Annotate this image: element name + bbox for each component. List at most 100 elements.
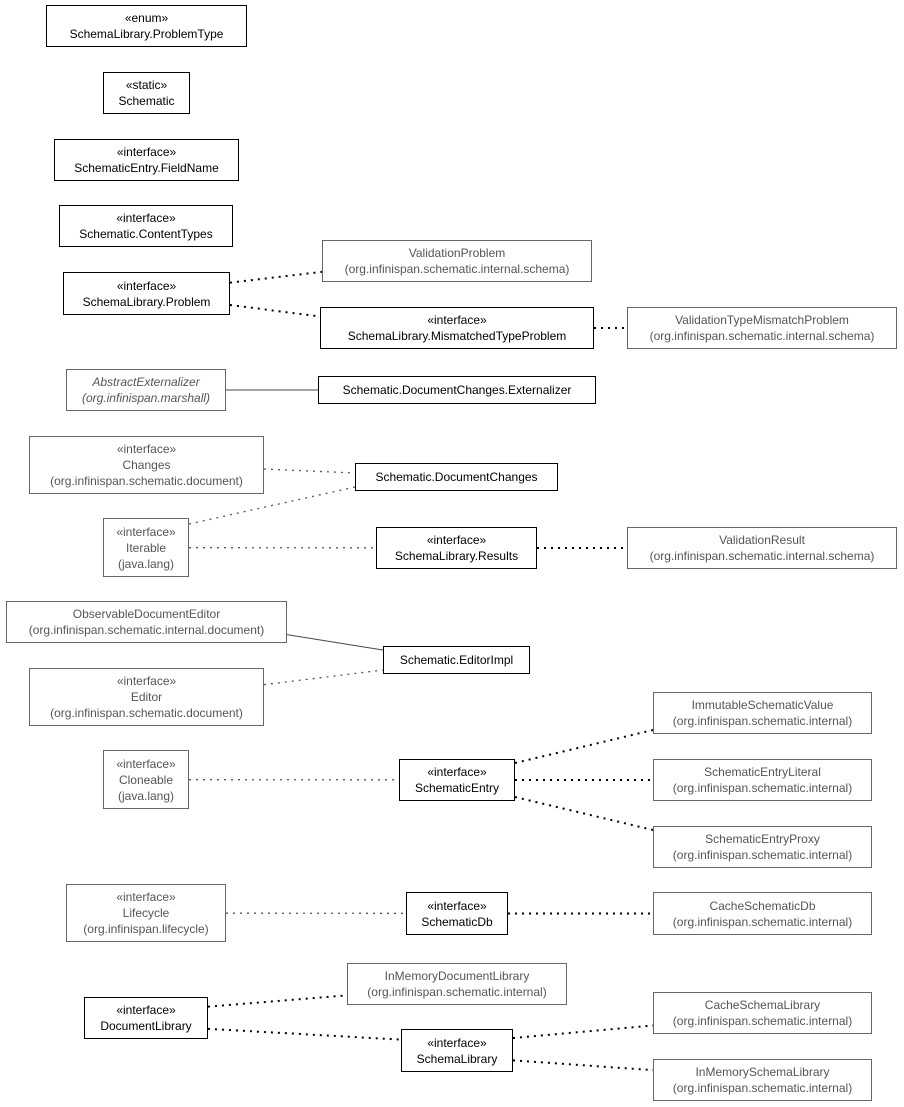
node-immutable-schematic-value-line-1: ImmutableSchematicValue	[691, 698, 834, 712]
node-observable-document-editor: ObservableDocumentEditor (org.infinispan…	[6, 601, 287, 643]
node-schematic-entry-literal-line-1: SchematicEntryLiteral	[704, 765, 821, 779]
node-problem-line-1: «interface»	[116, 278, 177, 293]
node-schematic-entry: «interface» SchematicEntry	[399, 759, 515, 801]
node-results: «interface» SchemaLibrary.Results	[376, 527, 537, 569]
node-validation-problem-line-1: ValidationProblem	[408, 246, 506, 260]
node-schema-library: «interface» SchemaLibrary	[401, 1029, 513, 1072]
node-validation-type-mismatch-problem-line-2: (org.infinispan.schematic.internal.schem…	[649, 329, 875, 343]
node-validation-result-line-2: (org.infinispan.schematic.internal.schem…	[649, 549, 875, 563]
node-schematic-line-2: Schematic	[118, 94, 175, 108]
node-document-library-line-1: «interface»	[116, 1003, 176, 1017]
edge-problem-to-validation-problem	[229, 270, 323, 284]
edge-observable-document-editor-to-editor-impl	[286, 634, 384, 651]
node-schematic-entry-proxy: SchematicEntryProxy (org.infinispan.sche…	[653, 826, 872, 868]
node-document-changes-externalizer: Schematic.DocumentChanges.Externalizer	[318, 376, 596, 404]
node-in-memory-document-library-line-1: InMemoryDocumentLibrary	[384, 969, 530, 983]
node-schema-library-line-2: SchemaLibrary	[416, 1051, 498, 1066]
node-document-changes: Schematic.DocumentChanges	[355, 463, 558, 491]
node-cache-schematic-db: CacheSchematicDb (org.infinispan.schemat…	[653, 892, 872, 935]
edge-schematic-entry-to-schematic-entry-proxy	[514, 796, 654, 831]
node-mismatched-type-problem-line-2: SchemaLibrary.MismatchedTypeProblem	[347, 329, 567, 343]
edge-schema-library-to-in-memory-schema-library	[512, 1059, 654, 1072]
node-changes-line-3: (org.infinispan.schematic.document)	[50, 474, 243, 488]
node-changes-line-1: «interface»	[116, 442, 177, 456]
node-content-types-line-1: «interface»	[116, 211, 176, 225]
node-document-changes-externalizer-line-1: Schematic.DocumentChanges.Externalizer	[342, 383, 572, 397]
node-editor-line-1: «interface»	[116, 674, 177, 688]
node-cloneable-line-2: Cloneable	[118, 772, 174, 787]
node-abstract-externalizer-line-1: AbstractExternalizer	[92, 375, 200, 389]
node-field-name-line-2: SchematicEntry.FieldName	[74, 161, 219, 175]
node-editor-impl: Schematic.EditorImpl	[383, 646, 530, 674]
node-abstract-externalizer-line-2: (org.infinispan.marshall)	[81, 391, 211, 405]
node-document-library: «interface» DocumentLibrary	[84, 997, 208, 1039]
node-schematic-entry-literal: SchematicEntryLiteral (org.infinispan.sc…	[653, 759, 872, 801]
node-validation-type-mismatch-problem-line-1: ValidationTypeMismatchProblem	[675, 313, 849, 327]
node-in-memory-schema-library-line-1: InMemorySchemaLibrary	[695, 1065, 830, 1079]
node-cache-schema-library-line-1: CacheSchemaLibrary	[704, 998, 821, 1012]
node-observable-document-editor-line-2: (org.infinispan.schematic.internal.docum…	[28, 623, 265, 637]
node-abstract-externalizer: AbstractExternalizer (org.infinispan.mar…	[66, 369, 226, 411]
node-mismatched-type-problem: «interface» SchemaLibrary.MismatchedType…	[320, 307, 594, 349]
node-results-line-1: «interface»	[426, 533, 487, 547]
edge-document-library-to-in-memory-document-library	[207, 994, 348, 1008]
node-schematic-entry-literal-line-2: (org.infinispan.schematic.internal)	[672, 781, 853, 795]
node-changes: «interface» Changes (org.infinispan.sche…	[29, 436, 264, 494]
node-problem-type-line-2: SchemaLibrary.ProblemType	[69, 27, 224, 41]
node-iterable: «interface» Iterable (java.lang)	[103, 518, 189, 577]
node-schematic-entry-line-1: «interface»	[427, 765, 487, 779]
node-in-memory-document-library-line-2: (org.infinispan.schematic.internal)	[367, 985, 547, 999]
node-cloneable-line-3: (java.lang)	[117, 788, 175, 803]
node-mismatched-type-problem-line-1: «interface»	[427, 313, 487, 327]
edge-schematic-entry-to-immutable-schematic-value	[514, 729, 654, 764]
node-cloneable-line-1: «interface»	[116, 756, 176, 771]
node-cache-schema-library: CacheSchemaLibrary (org.infinispan.schem…	[653, 992, 872, 1034]
node-cache-schematic-db-line-1: CacheSchematicDb	[709, 898, 816, 913]
node-lifecycle-line-1: «interface»	[116, 890, 176, 904]
edge-editor-to-editor-impl	[263, 669, 384, 686]
node-lifecycle-line-2: Lifecycle	[122, 906, 170, 920]
node-observable-document-editor-line-1: ObservableDocumentEditor	[72, 607, 221, 621]
node-problem: «interface» SchemaLibrary.Problem	[63, 272, 230, 315]
node-document-changes-line-1: Schematic.DocumentChanges	[375, 470, 538, 484]
node-field-name-line-1: «interface»	[116, 145, 177, 159]
node-in-memory-schema-library-line-2: (org.infinispan.schematic.internal)	[672, 1081, 853, 1095]
node-editor-line-3: (org.infinispan.schematic.document)	[50, 706, 243, 720]
edge-iterable-to-document-changes	[188, 486, 356, 525]
node-schematic-line-1: «static»	[125, 78, 168, 92]
node-changes-line-2: Changes	[122, 458, 171, 472]
node-iterable-line-3: (java.lang)	[117, 556, 175, 571]
node-schematic-entry-proxy-line-1: SchematicEntryProxy	[705, 832, 820, 846]
node-immutable-schematic-value-line-2: (org.infinispan.schematic.internal)	[672, 714, 853, 728]
node-immutable-schematic-value: ImmutableSchematicValue (org.infinispan.…	[653, 692, 872, 734]
node-editor-line-2: Editor	[130, 690, 163, 704]
node-schematic-db: «interface» SchematicDb	[406, 892, 508, 935]
node-problem-line-2: SchemaLibrary.Problem	[82, 294, 211, 309]
node-validation-problem-line-2: (org.infinispan.schematic.internal.schem…	[344, 262, 570, 276]
node-schematic: «static» Schematic	[103, 72, 190, 114]
node-editor-impl-line-1: Schematic.EditorImpl	[399, 653, 514, 667]
edge-document-library-to-schema-library	[207, 1027, 402, 1041]
node-lifecycle-line-3: (org.infinispan.lifecycle)	[83, 922, 209, 936]
node-validation-problem: ValidationProblem (org.infinispan.schema…	[322, 240, 592, 282]
node-editor: «interface» Editor (org.infinispan.schem…	[29, 668, 264, 726]
edge-schema-library-to-cache-schema-library	[512, 1024, 654, 1039]
node-cloneable: «interface» Cloneable (java.lang)	[103, 750, 189, 809]
node-schema-library-line-1: «interface»	[427, 1035, 487, 1050]
node-iterable-line-2: Iterable	[125, 540, 167, 555]
node-schematic-db-line-1: «interface»	[427, 898, 487, 913]
edge-changes-to-document-changes	[263, 468, 356, 474]
node-content-types: «interface» Schematic.ContentTypes	[59, 205, 233, 247]
node-content-types-line-2: Schematic.ContentTypes	[79, 227, 213, 241]
node-schematic-entry-proxy-line-2: (org.infinispan.schematic.internal)	[672, 848, 853, 862]
node-validation-result: ValidationResult (org.infinispan.schemat…	[627, 527, 897, 569]
node-schematic-entry-line-2: SchematicEntry	[414, 781, 500, 795]
node-cache-schematic-db-line-2: (org.infinispan.schematic.internal)	[672, 914, 853, 929]
edge-problem-to-mismatched-type-problem	[229, 304, 321, 318]
node-validation-result-line-1: ValidationResult	[719, 533, 805, 547]
node-problem-type-line-1: «enum»	[124, 11, 169, 25]
node-in-memory-schema-library: InMemorySchemaLibrary (org.infinispan.sc…	[653, 1059, 872, 1101]
node-schematic-db-line-2: SchematicDb	[421, 914, 493, 929]
